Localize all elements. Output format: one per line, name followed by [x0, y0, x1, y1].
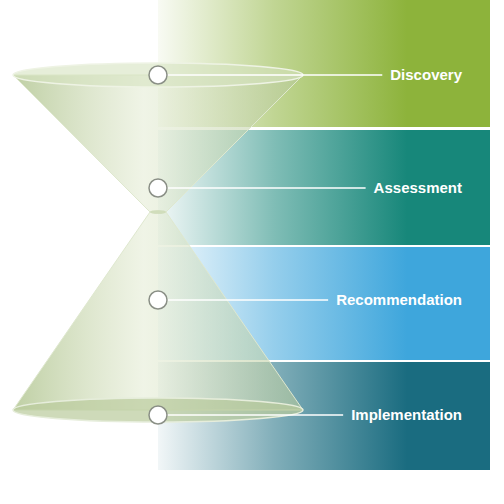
- stage-label: Recommendation: [336, 290, 462, 310]
- stage-band: Recommendation: [158, 247, 490, 360]
- stage-band: Assessment: [158, 130, 490, 245]
- stage-band: Implementation: [158, 362, 490, 470]
- stage-label: Implementation: [351, 405, 462, 425]
- stage-label: Discovery: [390, 65, 462, 85]
- stage-label: Assessment: [374, 178, 462, 198]
- stage-band: Discovery: [158, 0, 490, 127]
